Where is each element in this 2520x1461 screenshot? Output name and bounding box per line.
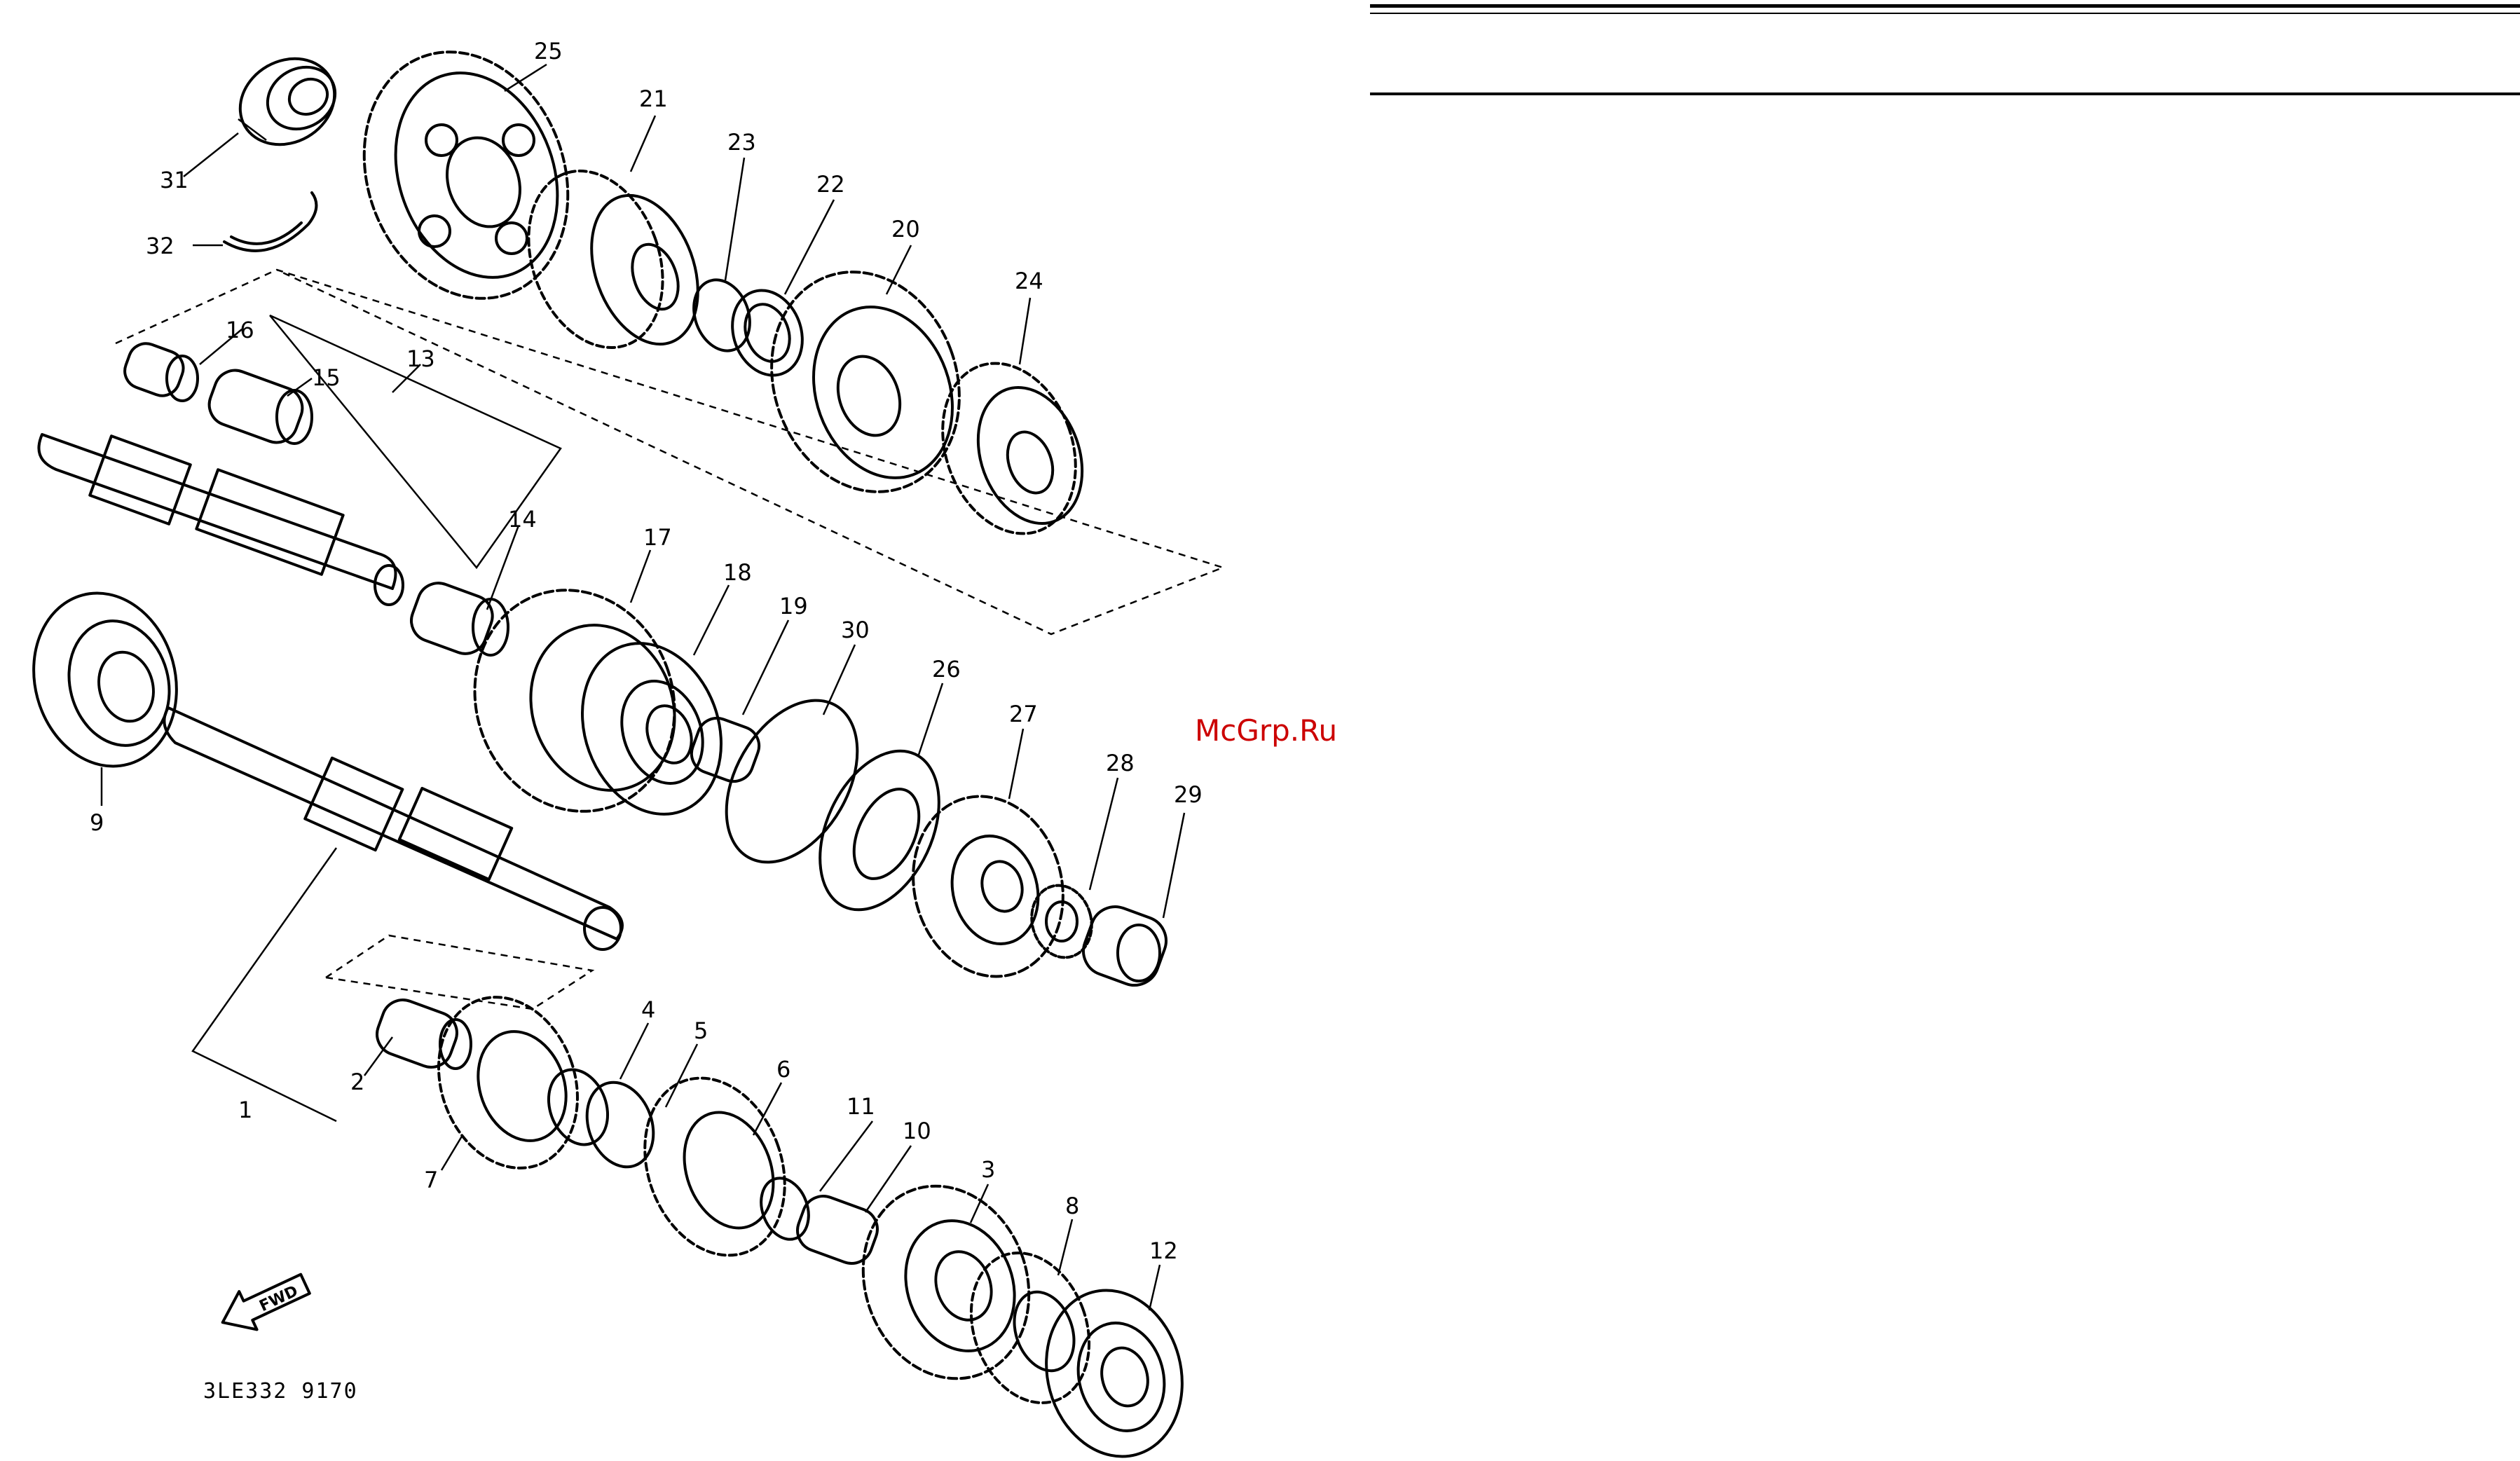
part-14-bushing bbox=[406, 577, 508, 659]
part-7-gear bbox=[416, 978, 601, 1188]
part-number-label: 19 bbox=[779, 593, 808, 619]
part-number-label: 3 bbox=[981, 1156, 995, 1183]
part-number-labels: 31 32 25 21 23 22 20 24 13 16 15 14 17 1… bbox=[90, 38, 1203, 1264]
part-number-label: 32 bbox=[146, 233, 174, 259]
diagram-code: 3LE332 9170 bbox=[203, 1379, 358, 1404]
part-number-label: 11 bbox=[847, 1093, 875, 1120]
part-number-label: 18 bbox=[723, 559, 752, 586]
part-number-label: 16 bbox=[226, 317, 254, 343]
part-12-bearing bbox=[1028, 1275, 1200, 1461]
part-number-label: 24 bbox=[1015, 268, 1043, 294]
part-19-collar bbox=[686, 713, 765, 787]
part-number-label: 20 bbox=[891, 216, 920, 242]
part-22-washer bbox=[721, 280, 814, 385]
part-number-label: 7 bbox=[424, 1167, 438, 1193]
part-31-bearing bbox=[224, 42, 350, 161]
part-21-gear bbox=[505, 152, 717, 366]
part-9-bearing bbox=[15, 577, 196, 782]
group-bracket-upper bbox=[116, 270, 1223, 634]
part-6-gear bbox=[621, 1058, 808, 1275]
part-number-label: 12 bbox=[1149, 1237, 1178, 1264]
part-13-axle bbox=[39, 434, 404, 605]
watermark-text: McGrp.Ru bbox=[1195, 713, 1337, 748]
part-number-label: 5 bbox=[694, 1017, 708, 1044]
part-number-label: 28 bbox=[1106, 750, 1135, 776]
part-number-label: 15 bbox=[312, 364, 341, 391]
part-number-label: 9 bbox=[90, 809, 104, 836]
part-16-bushing bbox=[120, 338, 198, 401]
part-17-gear bbox=[444, 562, 706, 839]
part-number-label: 10 bbox=[903, 1118, 931, 1144]
group-bracket-1 bbox=[193, 848, 336, 1121]
part-number-label: 14 bbox=[508, 506, 537, 533]
part-number-label: 2 bbox=[350, 1069, 364, 1095]
part-number-label: 30 bbox=[841, 617, 870, 643]
group-bracket-lower bbox=[326, 935, 592, 1009]
part-number-label: 13 bbox=[406, 345, 435, 372]
part-15-bushing bbox=[203, 364, 312, 448]
part-number-label: 22 bbox=[816, 171, 845, 198]
part-2-bushing bbox=[371, 994, 471, 1074]
part-number-label: 1 bbox=[238, 1097, 252, 1123]
part-number-label: 27 bbox=[1009, 701, 1038, 727]
part-number-label: 23 bbox=[727, 129, 756, 156]
header-rule bbox=[1370, 92, 2520, 95]
part-number-label: 29 bbox=[1174, 781, 1203, 808]
part-number-label: 25 bbox=[534, 38, 563, 64]
part-26-washer bbox=[796, 732, 962, 929]
transmission-exploded-diagram: FWD 31 32 25 bbox=[0, 0, 1374, 1461]
part-8-gear bbox=[951, 1236, 1109, 1419]
part-3-gear bbox=[837, 1162, 1055, 1402]
part-5-circlip bbox=[576, 1073, 665, 1176]
part-number-label: 21 bbox=[639, 85, 668, 112]
part-32-circlip bbox=[224, 193, 316, 251]
part-number-label: 26 bbox=[932, 656, 961, 683]
part-number-label: 4 bbox=[641, 996, 655, 1023]
top-rule-thick bbox=[1370, 4, 2520, 8]
fwd-arrow-icon: FWD bbox=[214, 1265, 314, 1341]
part-number-label: 8 bbox=[1065, 1193, 1079, 1219]
top-rule-thin bbox=[1370, 13, 2520, 14]
fwd-label: FWD bbox=[256, 1282, 301, 1315]
part-1-drive-axle bbox=[164, 708, 622, 949]
part-number-label: 31 bbox=[160, 167, 189, 193]
part-number-label: 17 bbox=[643, 524, 672, 551]
part-number-label: 6 bbox=[776, 1056, 790, 1083]
